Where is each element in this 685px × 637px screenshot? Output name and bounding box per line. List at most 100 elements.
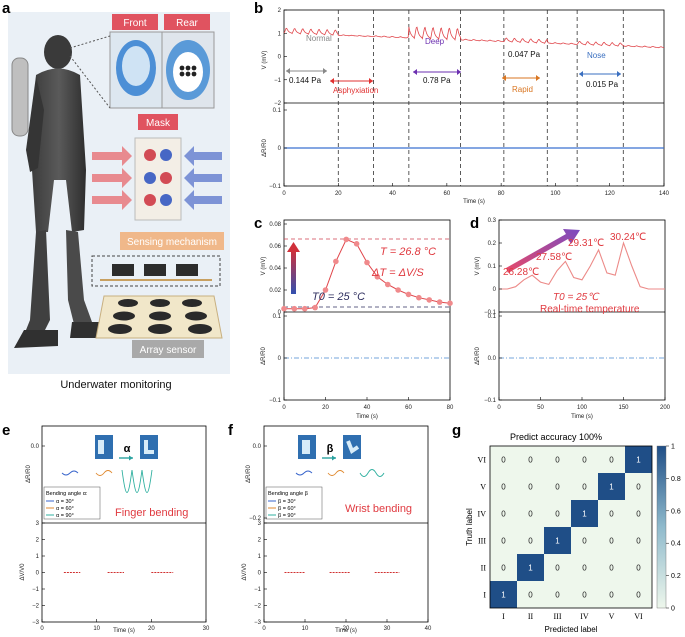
mechanism-circles	[144, 149, 172, 206]
g-xlabel-1: II	[528, 612, 534, 621]
g-cell-value-4-4: 0	[609, 564, 614, 573]
panel-e: e α Bending angle α: α = 30° α = 60° α =…	[2, 422, 210, 634]
e-bottom-ytick-label-3: 0	[36, 571, 40, 577]
d-ytick-label-0: −0.1	[484, 310, 497, 316]
g-cell-value-0-2: 0	[555, 456, 560, 465]
b-xtick-label-5: 100	[550, 191, 561, 197]
g-cbar-tick-label-5: 0	[671, 606, 675, 613]
g-cell-value-5-3: 0	[582, 591, 587, 600]
sensor-dots	[179, 65, 197, 77]
f-bottom-xtick-label-0: 0	[262, 626, 266, 632]
g-cell-2-3	[571, 500, 598, 527]
c-scatter-points	[281, 236, 453, 312]
b-ytick-bot-label-1: 0	[278, 146, 282, 152]
f-bottom-xtick-label-3: 30	[384, 626, 391, 632]
g-cell-4-3	[571, 554, 598, 581]
g-cell-value-5-5: 0	[636, 591, 641, 600]
g-cell-4-0	[490, 554, 517, 581]
g-cell-1-1	[517, 473, 544, 500]
e-finger-straight	[98, 440, 104, 454]
g-cell-0-3	[571, 446, 598, 473]
panel-b-frame	[283, 9, 665, 187]
d-xtick-label-2: 100	[577, 405, 588, 411]
b-xtick-label-3: 60	[444, 191, 451, 197]
g-cell-0-2	[544, 446, 571, 473]
g-title: Predict accuracy 100%	[510, 432, 602, 442]
c-temperature-high: T = 26.8 °C	[380, 246, 436, 258]
c-xtick-label-2: 40	[364, 405, 371, 411]
g-cell-value-1-5: 0	[636, 483, 641, 492]
e-bottom-ytick-label-2: −1	[32, 587, 40, 593]
fin-left	[14, 330, 58, 348]
array-label: Array sensor	[140, 345, 197, 356]
c-xlabel: Time (s)	[356, 414, 378, 420]
c-point-3	[312, 304, 318, 311]
f-bottom-ytick-label-3: 0	[258, 571, 262, 577]
g-cell-1-4	[598, 473, 625, 500]
g-cell-5-4	[598, 581, 625, 608]
front-label: Front	[123, 18, 147, 29]
g-cell-value-4-3: 0	[582, 564, 587, 573]
f-wave-30	[295, 470, 313, 476]
e-wave-60	[95, 470, 113, 476]
g-cell-value-3-5: 0	[636, 537, 641, 546]
f-bottom-xtick-label-1: 10	[302, 626, 309, 632]
c-ylabel-top: V (mV)	[261, 257, 267, 276]
g-cell-value-0-5: 1	[636, 456, 641, 465]
c-yticks-bottom: −0.100.1	[269, 314, 287, 404]
b-rapid-label: Rapid	[512, 85, 533, 94]
g-cell-5-0	[490, 581, 517, 608]
e-bottom-xtick-label-0: 0	[40, 626, 44, 632]
c-temperature-low: T0 = 25 °C	[312, 291, 365, 303]
f-bottom-ytick-label-0: −3	[254, 620, 262, 626]
e-bottom-ytick-label-6: 3	[36, 521, 40, 527]
d-xtick-label-0: 0	[497, 405, 501, 411]
d-xtick-label-4: 200	[660, 405, 671, 411]
g-cell-3-1	[517, 527, 544, 554]
c-ytick-label-3: 0.06	[269, 244, 281, 250]
d-yticks-top: −0.100.10.20.3	[484, 218, 502, 316]
g-cell-value-1-4: 1	[609, 483, 614, 492]
g-colorbar	[656, 445, 667, 609]
d-caption: Real-time temperature	[540, 304, 640, 315]
g-xlabel: Predicted label	[545, 625, 598, 634]
b-asphyx-label: Asphyxiation	[333, 86, 378, 95]
g-cell-0-4	[598, 446, 625, 473]
c-delta-formula: ΔT = ΔV/S	[371, 267, 424, 279]
b-xtick-label-1: 20	[335, 191, 342, 197]
b-rapid-arrow-heads	[502, 75, 540, 81]
g-cell-value-3-4: 0	[609, 537, 614, 546]
e-finger-bent	[144, 440, 154, 454]
b-ytick-label-2: 0	[278, 55, 282, 61]
g-cell-value-2-1: 0	[528, 510, 533, 519]
d-ytick-label-3: 0.2	[488, 241, 497, 247]
front-label-box	[112, 14, 158, 30]
g-cell-value-0-1: 0	[528, 456, 533, 465]
e-legend-90: α = 90°	[56, 513, 74, 519]
d-temp-4: 30.24℃	[610, 232, 646, 243]
b-rapid-pressure: 0.047 Pa	[508, 50, 541, 59]
e-bottom-xtick-label-3: 30	[203, 626, 210, 632]
c-point-6	[343, 236, 350, 243]
panel-f-letter: f	[228, 422, 234, 439]
c-ytick-bot-label-1: 0	[278, 356, 282, 362]
e-legend-30: α = 30°	[56, 499, 74, 505]
c-xtick-label-3: 60	[405, 405, 412, 411]
g-cell-1-0	[490, 473, 517, 500]
c-ytick-label-4: 0.08	[269, 222, 281, 228]
g-cell-value-4-1: 1	[528, 564, 533, 573]
g-xlabel-0: I	[502, 612, 505, 621]
f-bottom-ytick-label-2: −1	[254, 587, 262, 593]
f-legend-90: β = 90°	[278, 513, 296, 519]
c-gradient-arrowhead	[287, 242, 300, 252]
c-gradient-bar	[291, 250, 296, 294]
c-ylabel-bottom: ΔR/R0	[261, 347, 267, 365]
d-ytick-bot-label-0: −0.1	[484, 398, 497, 404]
g-cbar-tick-label-2: 0.6	[671, 508, 681, 515]
g-cell-value-5-4: 0	[609, 591, 614, 600]
f-legend-title: Bending angle β	[268, 491, 308, 497]
g-ylabel-2: IV	[478, 510, 487, 519]
